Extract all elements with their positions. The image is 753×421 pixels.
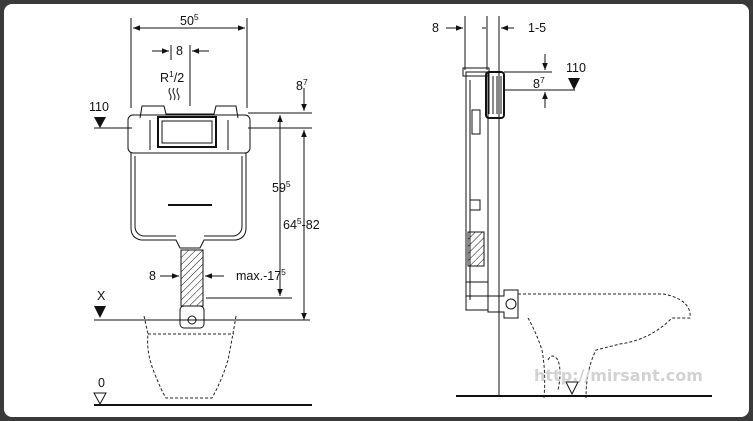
side-toilet-outline: [518, 293, 691, 399]
pipe-width-label: 8: [149, 269, 156, 283]
watermark: http://mirsant.com: [534, 366, 703, 385]
cistern-tank-inner-left: [134, 156, 176, 237]
front-view: 505 8 R1/2: [89, 12, 320, 406]
side-hatched-block: [467, 231, 485, 267]
flush-plate-inner: [161, 120, 213, 144]
axis-x-label: X: [97, 289, 106, 303]
top-offset-label: 87: [296, 77, 308, 93]
axis-x-triangle: [94, 306, 106, 318]
pipe-top-label: 8: [176, 44, 183, 58]
max-depth-label: max.-175: [236, 267, 286, 283]
floor-label: 0: [98, 376, 105, 390]
side-drain-connector: [487, 289, 519, 319]
side-bracket-1: [471, 109, 481, 135]
side-level-triangle: [568, 78, 580, 90]
side-bracket-2: [469, 199, 481, 211]
water-wave-1: [168, 87, 172, 101]
cistern-tank-inner-right: [204, 156, 243, 237]
cistern-tank: [130, 153, 247, 249]
level-mark-label: 110: [89, 100, 109, 114]
side-toilet-base: [527, 317, 546, 399]
drain-connector: [179, 305, 205, 329]
total-height-label: 645-82: [283, 216, 320, 232]
thread-label: R1/2: [160, 69, 184, 85]
toilet-bowl-outline: [143, 315, 237, 399]
inner-height-label: 595: [272, 179, 291, 195]
range-label: 1-5: [528, 21, 546, 35]
side-bottom-block: [465, 281, 489, 297]
flush-plate-opening: [157, 116, 217, 148]
side-drain-ring: [505, 298, 517, 310]
cistern-crossbar: [127, 114, 251, 154]
drawing-frame: [4, 4, 749, 417]
side-floor-triangle: [565, 381, 579, 396]
depth-label: 8: [432, 21, 439, 35]
floor-triangle: [93, 392, 107, 406]
drain-pipe: [180, 249, 204, 307]
level-mark-triangle: [94, 117, 106, 128]
width-label: 505: [180, 12, 199, 28]
water-wave-2: [172, 87, 176, 101]
side-top-offset-label: 87: [533, 75, 545, 91]
water-wave-3: [176, 87, 180, 101]
cistern-top-bracket: [139, 105, 239, 119]
side-flush-plate: [485, 71, 505, 119]
side-level-label: 110: [566, 61, 586, 75]
side-view: 8 1-5 87: [432, 16, 712, 399]
side-frame: [465, 71, 489, 311]
